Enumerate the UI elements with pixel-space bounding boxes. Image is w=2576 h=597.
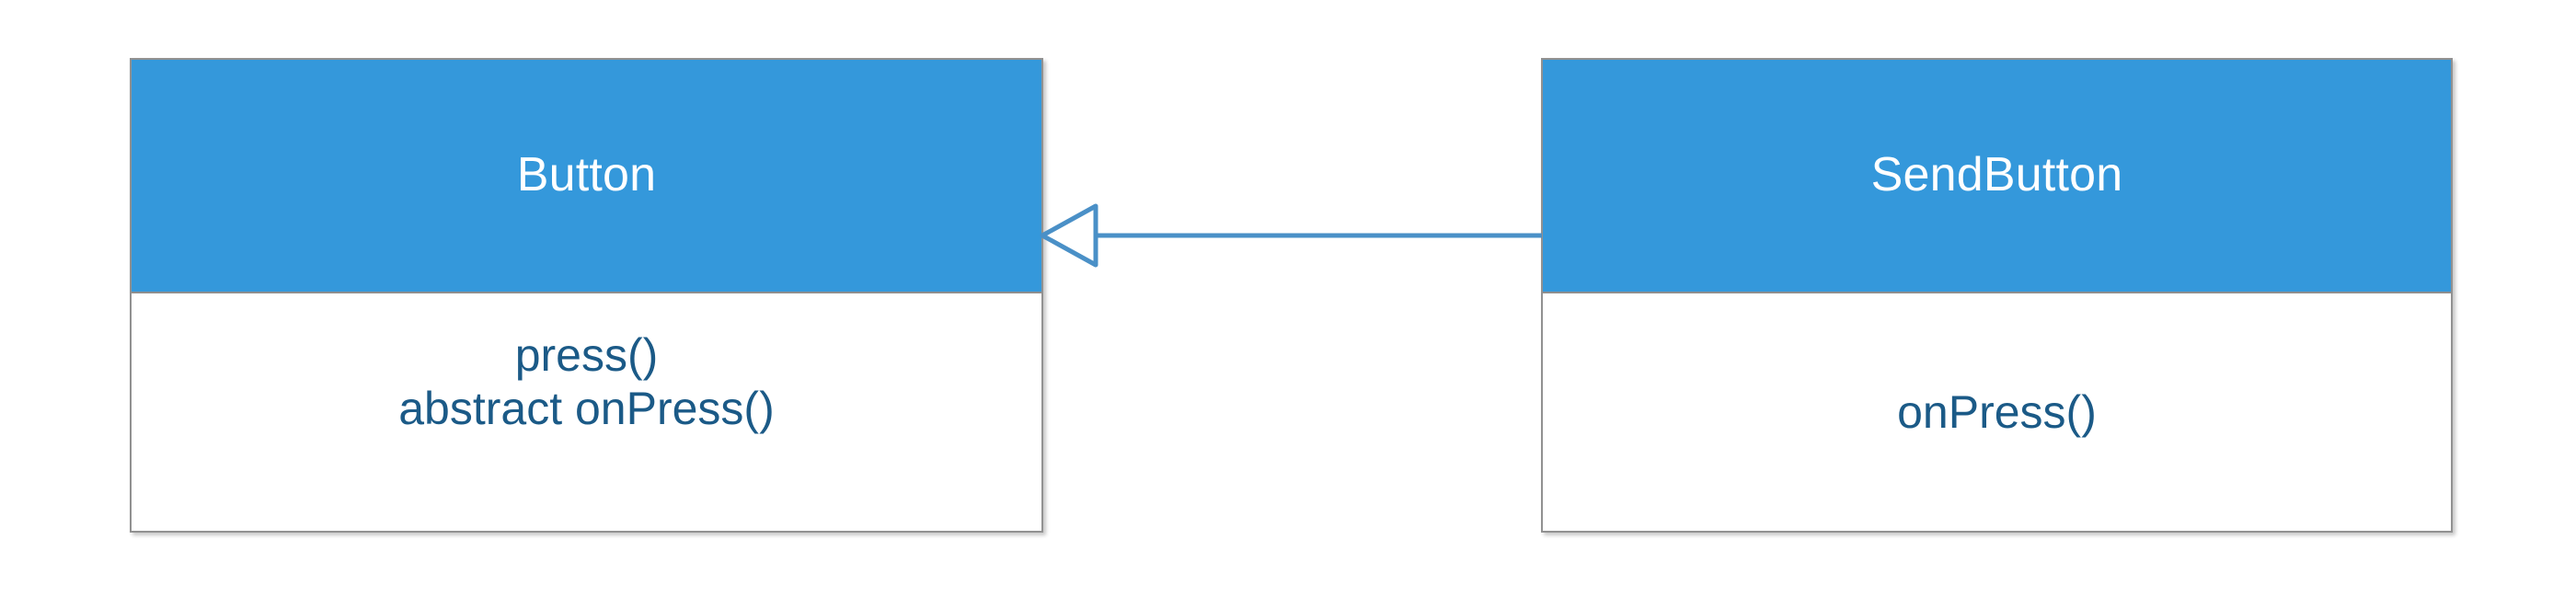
uml-member-onpress: onPress() [1897,386,2097,438]
hollow-triangle-arrowhead-icon [1040,203,1098,268]
uml-class-header-sendbutton: SendButton [1543,60,2451,293]
uml-member-abstract-onpress: abstract onPress() [398,383,775,434]
uml-class-sendbutton[interactable]: SendButton onPress() [1541,58,2453,533]
uml-class-members-sendbutton: onPress() [1543,293,2451,531]
uml-class-name-sendbutton: SendButton [1870,148,2123,202]
generalization-arrow-sendbutton-to-button [1040,203,1542,268]
uml-class-button[interactable]: Button press() abstract onPress() [130,58,1043,533]
uml-class-name-button: Button [516,148,657,202]
uml-class-header-button: Button [132,60,1041,293]
uml-member-press: press() [514,329,659,381]
uml-class-members-button: press() abstract onPress() [132,293,1041,531]
